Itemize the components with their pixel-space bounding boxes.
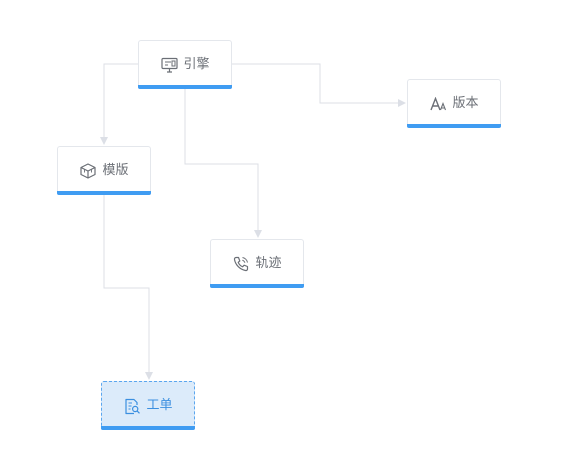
node-engine[interactable]: 引擎 <box>138 40 232 89</box>
monitor-icon <box>160 56 178 74</box>
node-template[interactable]: 模版 <box>57 146 151 195</box>
font-size-icon <box>429 95 447 113</box>
edge-engine-to-version[interactable] <box>232 63 406 107</box>
node-track[interactable]: 轨迹 <box>210 239 304 288</box>
node-engine-label: 引擎 <box>183 57 210 72</box>
document-search-icon <box>123 397 141 415</box>
node-workorder[interactable]: 工单 <box>101 381 195 430</box>
node-track-label: 轨迹 <box>255 256 282 271</box>
node-version-label: 版本 <box>452 96 479 111</box>
node-template-label: 模版 <box>102 163 129 178</box>
phone-icon <box>232 255 250 273</box>
node-workorder-label: 工单 <box>146 398 173 413</box>
edge-template-to-workorder[interactable] <box>103 194 153 380</box>
edge-engine-to-template[interactable] <box>100 63 138 145</box>
node-version[interactable]: 版本 <box>407 79 501 128</box>
cube-icon <box>79 162 97 180</box>
edge-engine-to-track[interactable] <box>184 88 262 238</box>
